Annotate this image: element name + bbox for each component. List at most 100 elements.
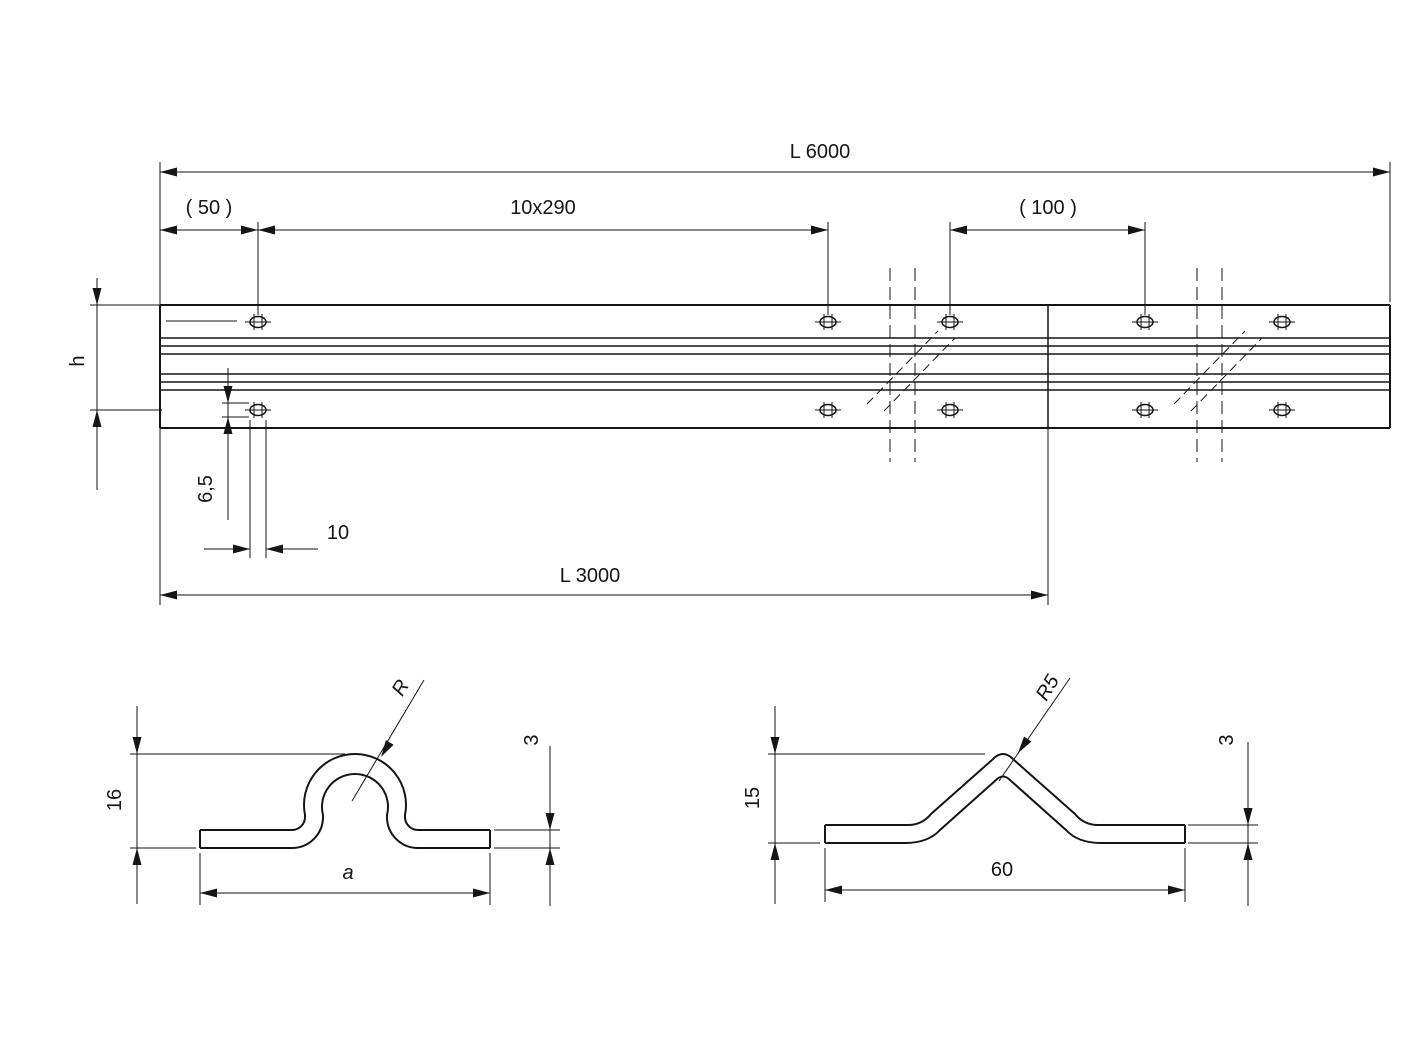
dim-arrow: [1168, 885, 1185, 895]
slot-hole-centerlines: [815, 402, 841, 418]
dim-profile-height: h: [67, 278, 237, 490]
slot-hole-centerlines: [1132, 314, 1158, 330]
dim-arrow: [223, 417, 233, 434]
dim-arrow: [770, 843, 780, 860]
rail-side-view: L 6000 ( 50 ) 10x290 ( 100 ) h: [67, 141, 1391, 605]
dim-arrow: [825, 885, 842, 895]
dim-slot-length-label: 10: [327, 522, 349, 544]
slot-hole-marker: [937, 314, 963, 330]
dim-omega-thickness: 3: [494, 734, 560, 906]
slot-hole-marker: [815, 314, 841, 330]
dim-arrow: [1031, 590, 1048, 600]
slot-hole-centerlines: [1132, 402, 1158, 418]
dim-hole-pattern: ( 50 ) 10x290 ( 100 ): [160, 197, 1146, 315]
break-line-vertical: [889, 268, 1223, 462]
rail-outline: [159, 304, 1391, 429]
dim-omega-height: 16: [104, 706, 345, 904]
dim-arrow: [92, 410, 102, 427]
dim-arrow: [545, 848, 555, 865]
dim-vee-thickness-label: 3: [1216, 734, 1238, 745]
dim-arrow: [1243, 843, 1253, 860]
dim-segment-length-label: L 3000: [560, 565, 620, 587]
dim-omega-height-label: 16: [104, 789, 126, 811]
dim-arrow: [473, 888, 490, 898]
dim-lines: [160, 428, 1049, 605]
slot-hole-marker: [1269, 402, 1295, 418]
slot-holes: [245, 314, 1295, 418]
dim-segment-length: L 3000: [160, 428, 1049, 605]
break-marks: [866, 268, 1263, 462]
radius-leader-omega: R: [351, 676, 425, 802]
dim-arrow: [770, 737, 780, 754]
dim-lines: [824, 848, 1186, 902]
vee-end-caps: [824, 825, 1186, 843]
dim-omega-width: a: [199, 853, 491, 905]
dim-end-distance-label: ( 50 ): [186, 197, 233, 219]
omega-inner-contour: [200, 772, 490, 849]
slot-hole-centerlines: [815, 314, 841, 330]
dim-lines: [204, 420, 318, 558]
slot-hole-centerlines: [1269, 314, 1295, 330]
dim-vee-height: 15: [742, 706, 985, 904]
dim-arrow: [811, 225, 828, 235]
dim-vee-thickness: 3: [1188, 734, 1258, 906]
leader-arrow: [381, 740, 394, 757]
dim-arrow: [160, 167, 177, 177]
vee-outer-contour: [825, 753, 1185, 826]
dim-lines: [1188, 742, 1258, 906]
dim-overall-length: L 6000: [159, 141, 1391, 605]
slot-hole-centerlines: [937, 402, 963, 418]
dim-vee-width-label: 60: [991, 859, 1013, 881]
dim-vee-width: 60: [824, 848, 1186, 902]
omega-end-caps: [199, 830, 491, 848]
dim-lines: [160, 222, 1146, 315]
dim-arrow: [266, 544, 283, 554]
dim-arrow: [241, 225, 258, 235]
slot-hole-marker: [815, 402, 841, 418]
dim-arrow: [160, 225, 177, 235]
dim-lines: [90, 278, 237, 490]
dim-arrow: [160, 590, 177, 600]
radius-leader-vee: R5: [998, 671, 1071, 782]
dim-profile-height-label: h: [67, 355, 89, 366]
radius-omega-label: R: [388, 676, 414, 700]
slot-hole-marker: [937, 402, 963, 418]
slot-hole-marker: [245, 402, 271, 418]
dim-joint-spacing-label: ( 100 ): [1019, 197, 1077, 219]
dim-omega-width-label: a: [342, 862, 353, 884]
dim-lines: [130, 706, 345, 904]
dim-arrow: [1373, 167, 1390, 177]
dim-hole-spacing-label: 10x290: [510, 197, 576, 219]
leader-line: [351, 679, 425, 802]
rail-body-edges: [159, 304, 1391, 429]
dim-arrow: [950, 225, 967, 235]
vee-inner-contour: [825, 775, 1185, 844]
dim-arrow: [233, 544, 250, 554]
leader-arrow: [1018, 736, 1032, 753]
section-vee-profile: 15 3 60 R5: [742, 671, 1258, 906]
dim-lines: [159, 162, 1391, 605]
dim-arrow: [1128, 225, 1145, 235]
dim-arrow: [223, 386, 233, 403]
dim-arrow: [132, 737, 142, 754]
dim-slot-width: 6,5: [195, 368, 249, 520]
dim-arrow: [1243, 808, 1253, 825]
dim-arrow: [92, 288, 102, 305]
dim-vee-height-label: 15: [742, 787, 764, 809]
dim-arrow: [200, 888, 217, 898]
dim-arrow: [258, 225, 275, 235]
dim-slot-width-label: 6,5: [195, 475, 217, 503]
slot-hole-marker: [1269, 314, 1295, 330]
slot-hole-centerlines: [245, 402, 271, 418]
dim-lines: [768, 706, 985, 904]
slot-hole-centerlines: [937, 314, 963, 330]
slot-hole-centerlines: [1269, 402, 1295, 418]
dim-lines: [199, 853, 491, 905]
leader-line: [998, 677, 1071, 782]
radius-vee-label: R5: [1032, 671, 1064, 705]
slot-hole-marker: [245, 314, 271, 330]
rail-profile-lines: [160, 337, 1390, 391]
dim-omega-thickness-label: 3: [521, 734, 543, 745]
